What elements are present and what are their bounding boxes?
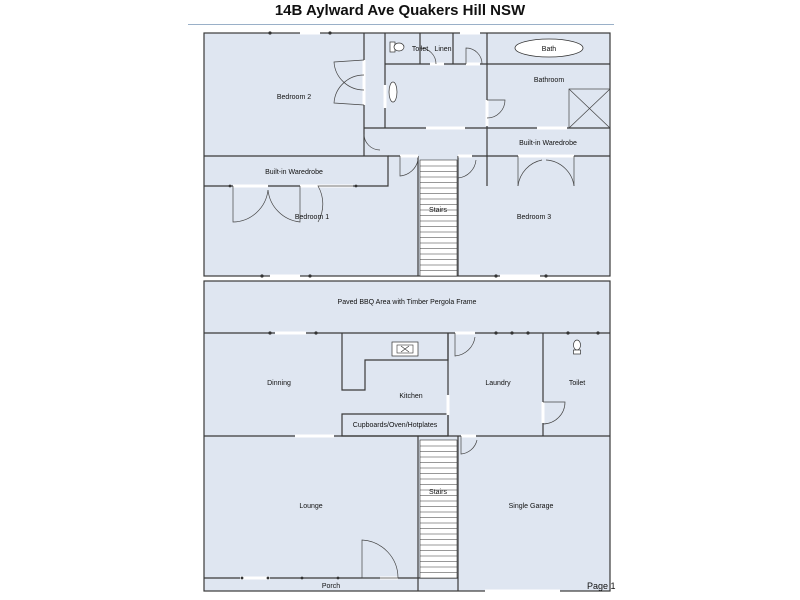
label-dinning: Dinning xyxy=(267,380,291,387)
label-upper-toilet: Toilet xyxy=(412,46,428,53)
label-lower-toilet: Toilet xyxy=(569,380,585,387)
label-bedroom-1: Bedroom 1 xyxy=(295,214,329,221)
stairs-upper xyxy=(419,159,458,277)
lower-toilet-icon xyxy=(573,339,581,355)
label-bedroom-3: Bedroom 3 xyxy=(517,214,551,221)
label-bathroom: Bathroom xyxy=(534,77,565,84)
upper-outer-wall xyxy=(203,32,611,277)
label-lounge: Lounge xyxy=(299,503,322,510)
label-bbq: Paved BBQ Area with Timber Pergola Frame xyxy=(338,299,477,306)
title-rule xyxy=(188,24,614,25)
upper-floor: Toilet Linen Bath Bedroom 2 Bathroom Bui… xyxy=(203,31,611,278)
lower-floor: Paved BBQ Area with Timber Pergola Frame… xyxy=(203,280,611,593)
label-porch: Porch xyxy=(322,583,340,590)
label-lower-stairs: Stairs xyxy=(429,489,447,496)
toilet-icon xyxy=(389,41,405,53)
label-laundry: Laundry xyxy=(485,380,511,387)
basin-icon xyxy=(388,81,398,103)
label-bath: Bath xyxy=(542,46,557,53)
sink-icon xyxy=(391,341,419,357)
label-upper-stairs: Stairs xyxy=(429,207,447,214)
label-single-garage: Single Garage xyxy=(509,503,554,510)
stairs-lower xyxy=(419,439,458,579)
label-linen: Linen xyxy=(434,46,451,53)
label-builtin-left: Built-in Waredrobe xyxy=(265,169,323,176)
label-kitchen: Kitchen xyxy=(399,393,422,400)
label-builtin-right: Built-in Waredrobe xyxy=(519,140,577,147)
label-cupboards: Cupboards/Oven/Hotplates xyxy=(353,422,438,429)
bathtub-icon xyxy=(514,38,584,58)
page-number: Page 1 xyxy=(587,581,616,591)
plan-title: 14B Aylward Ave Quakers Hill NSW xyxy=(274,2,526,19)
label-bedroom-2: Bedroom 2 xyxy=(277,94,311,101)
